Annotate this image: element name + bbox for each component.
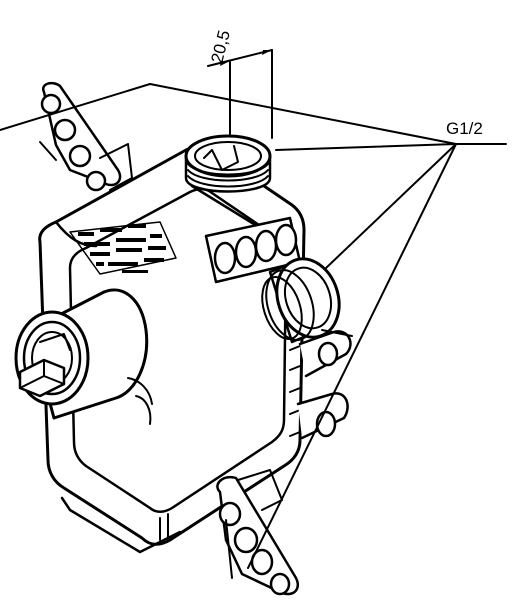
dimension-label: 20,5 xyxy=(207,28,233,65)
leader-lines xyxy=(0,83,507,579)
thread-size-label: G1/2 xyxy=(446,119,483,138)
right-mounting-brackets xyxy=(296,330,352,440)
printed-label xyxy=(69,221,177,275)
vent-openings xyxy=(204,216,302,284)
dimension-20-5 xyxy=(207,49,273,139)
bottom-mounting-bracket xyxy=(216,469,299,596)
side-threaded-port xyxy=(261,257,341,344)
top-threaded-port xyxy=(184,134,272,193)
rear-mounting-bracket xyxy=(40,81,133,192)
cartridge xyxy=(14,288,153,425)
